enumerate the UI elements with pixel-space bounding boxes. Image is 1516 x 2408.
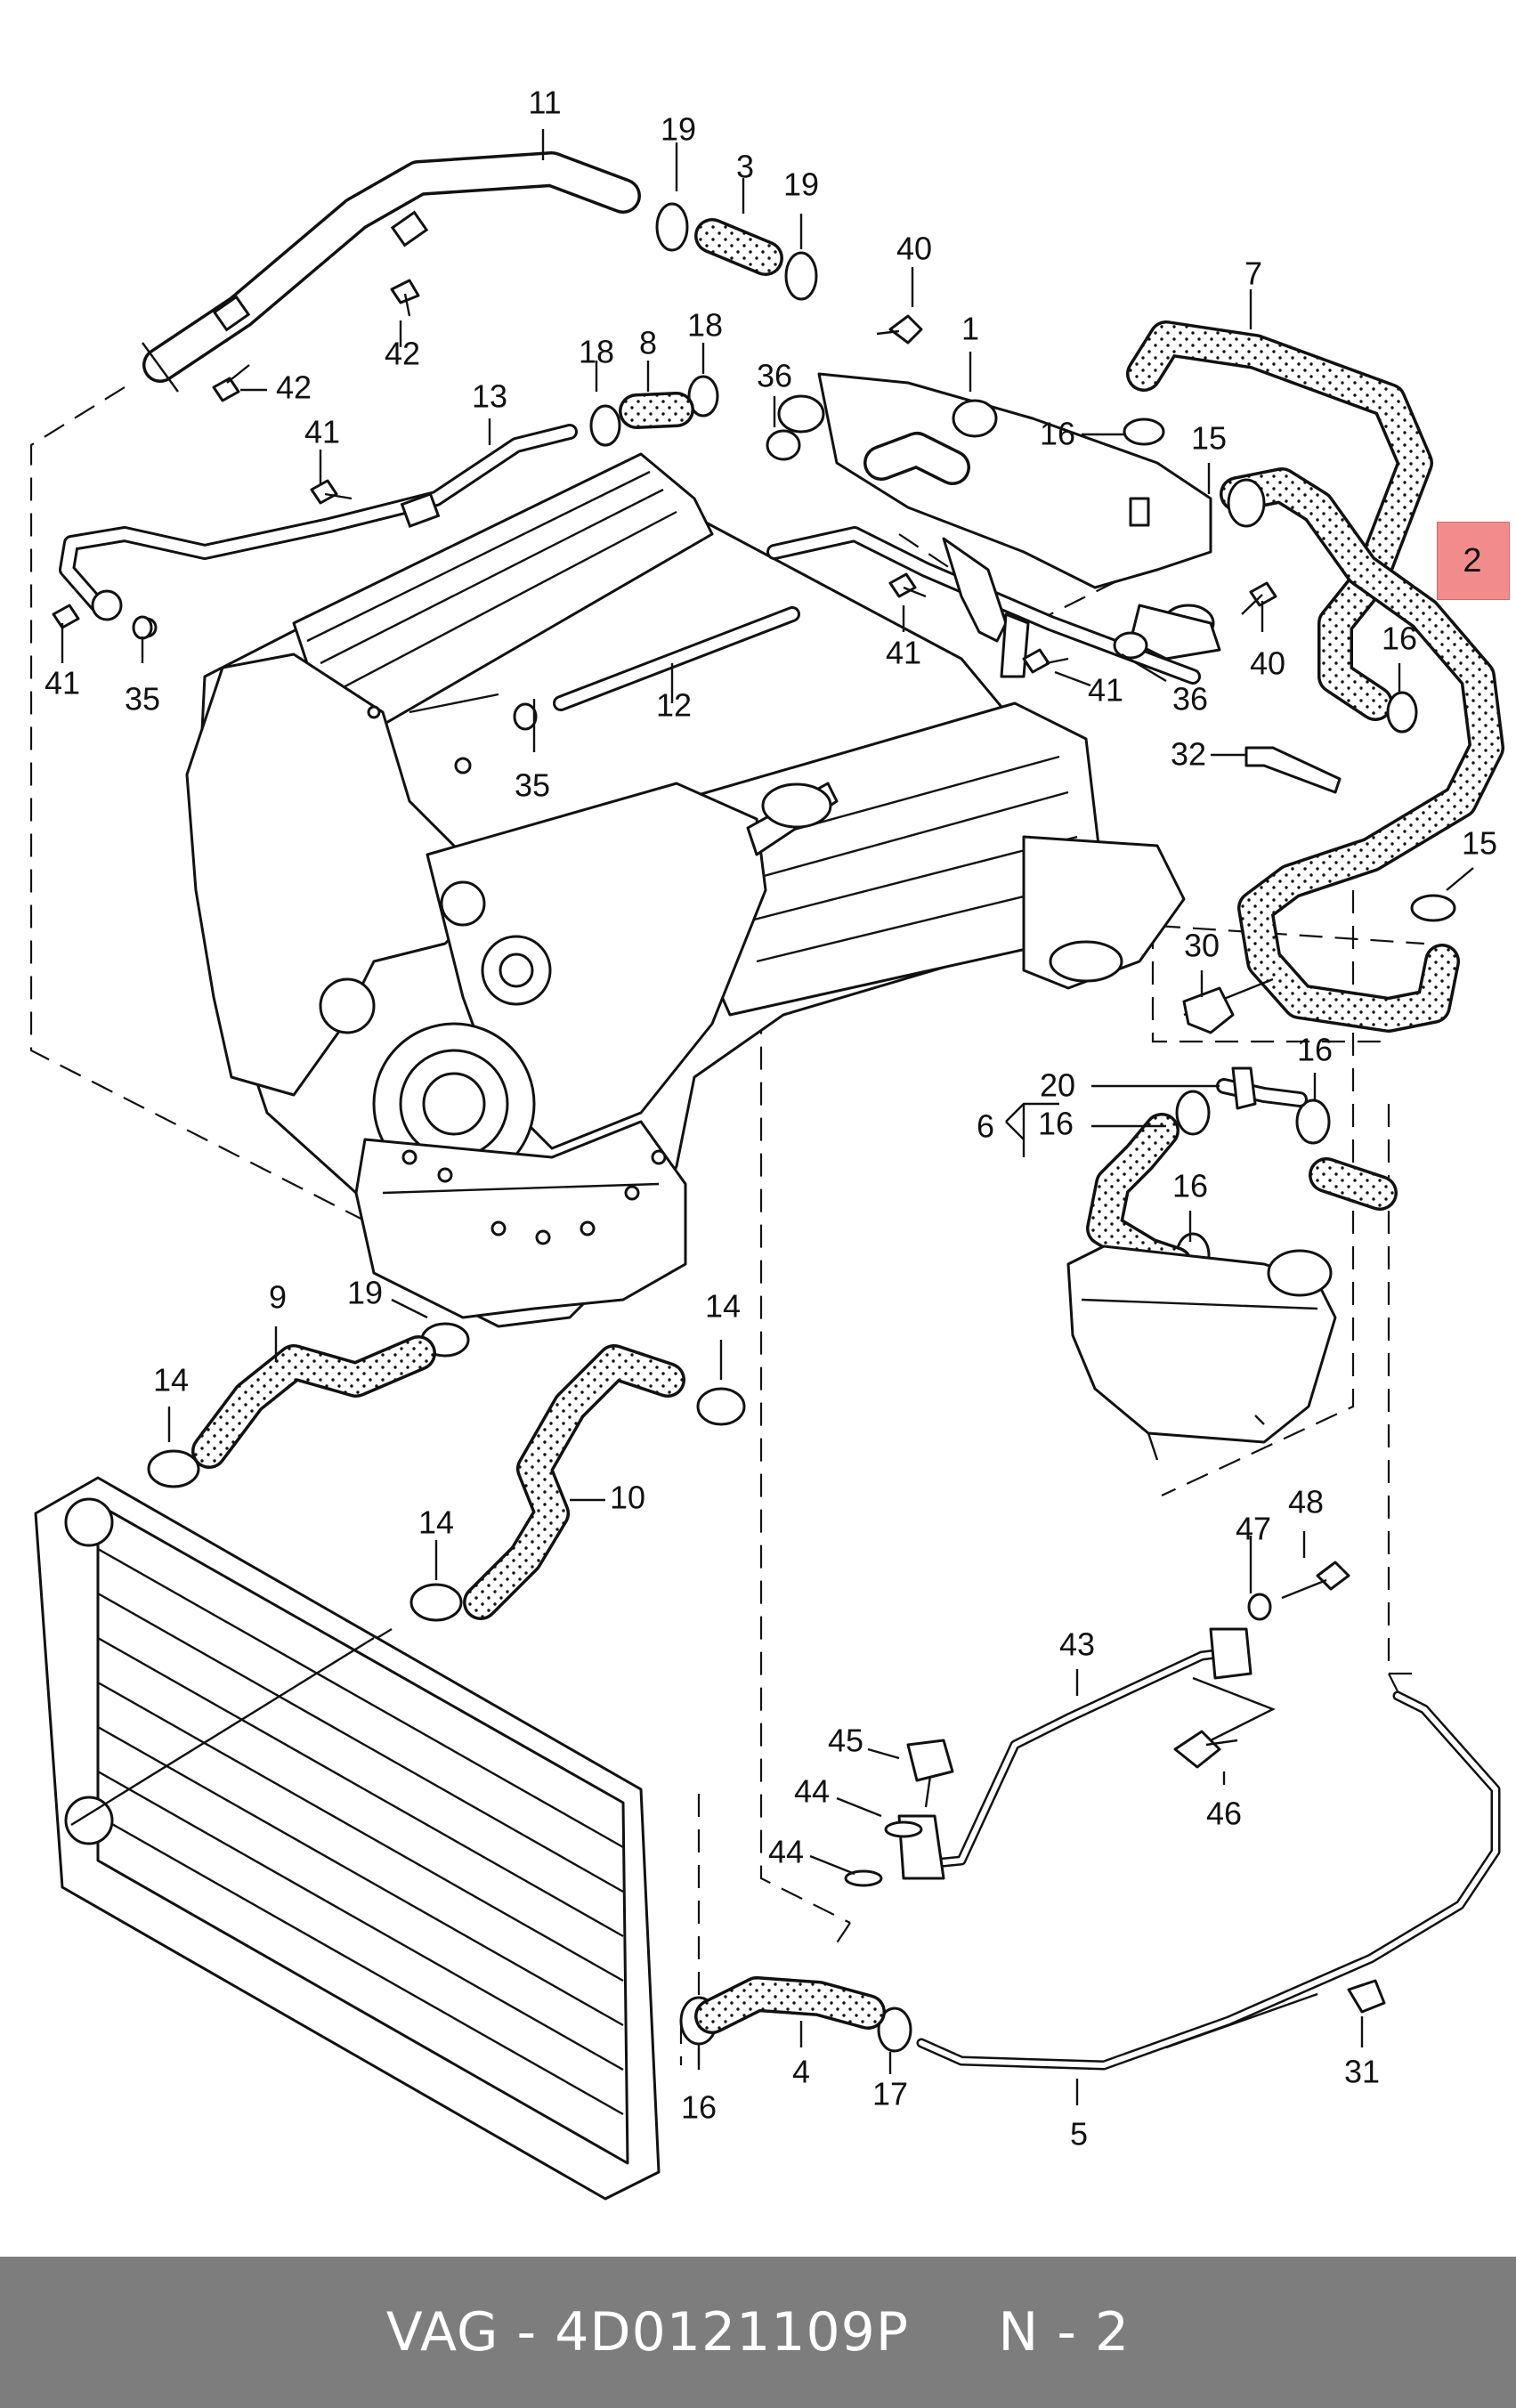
highlight-badge-label: 2 xyxy=(1463,542,1481,580)
coolant-line-5 xyxy=(916,1673,1501,2071)
callout-5: 5 xyxy=(1070,2116,1088,2153)
callout-labels: 11 19 3 19 40 1 7 18 8 18 36 42 42 13 41… xyxy=(45,85,1497,2153)
callout-8: 8 xyxy=(639,325,657,361)
callout-19: 19 xyxy=(347,1275,383,1311)
callout-42: 42 xyxy=(385,336,420,372)
callout-45: 45 xyxy=(828,1723,863,1759)
callout-16: 16 xyxy=(1038,1106,1074,1142)
callout-42: 42 xyxy=(276,369,312,406)
callout-36: 36 xyxy=(757,358,792,394)
callout-14: 14 xyxy=(418,1504,454,1541)
callout-41: 41 xyxy=(1088,672,1123,709)
callout-46: 46 xyxy=(1206,1796,1242,1832)
callout-41: 41 xyxy=(304,414,340,450)
callout-48: 48 xyxy=(1288,1484,1324,1520)
part-number-caption: VAG - 4D0121109P N - 2 xyxy=(385,2301,1131,2363)
callout-44: 44 xyxy=(768,1834,804,1870)
callout-36: 36 xyxy=(1172,681,1208,718)
callout-13: 13 xyxy=(472,378,507,415)
callout-43: 43 xyxy=(1059,1626,1095,1663)
hose-9 xyxy=(191,1335,436,1469)
callout-1: 1 xyxy=(961,311,979,347)
callout-16: 16 xyxy=(1297,1032,1333,1068)
callout-16: 16 xyxy=(681,2089,717,2126)
hose-6-assembly xyxy=(1086,1066,1398,1282)
callout-15: 15 xyxy=(1462,825,1497,862)
coolant-pipe-13 xyxy=(59,424,578,638)
callout-32: 32 xyxy=(1171,736,1206,773)
callout-12: 12 xyxy=(656,687,692,724)
callout-11: 11 xyxy=(528,85,561,121)
callout-14: 14 xyxy=(153,1362,189,1399)
coolant-distributor-1 xyxy=(766,372,1221,685)
callout-41: 41 xyxy=(886,635,921,671)
bolts xyxy=(52,279,1350,1887)
callout-41: 41 xyxy=(45,665,80,701)
callout-44: 44 xyxy=(794,1773,830,1810)
callout-10: 10 xyxy=(610,1480,645,1516)
hose-4 xyxy=(694,1976,886,2034)
highlight-badge xyxy=(1437,522,1510,600)
callout-35: 35 xyxy=(515,767,550,804)
radiator xyxy=(34,1476,661,2201)
callout-18: 18 xyxy=(579,334,614,370)
leader-lines xyxy=(61,129,1474,2105)
exploded-parts-diagram: 11 19 3 19 40 1 7 18 8 18 36 42 42 13 41… xyxy=(29,85,1504,2201)
callout-14: 14 xyxy=(705,1288,741,1325)
expansion-tank xyxy=(1066,1245,1337,1461)
callout-16: 16 xyxy=(1382,620,1417,657)
hose-3 xyxy=(694,218,783,276)
callout-31: 31 xyxy=(1344,2054,1380,2090)
hose-7 xyxy=(1126,320,1433,721)
callout-47: 47 xyxy=(1236,1511,1271,1547)
callout-6: 6 xyxy=(977,1108,994,1145)
callout-30: 30 xyxy=(1184,928,1220,964)
callout-17: 17 xyxy=(872,2076,908,2112)
footer-bar: VAG - 4D0121109P N - 2 xyxy=(0,2257,1516,2408)
callout-35: 35 xyxy=(125,681,160,718)
callout-19: 19 xyxy=(783,166,819,203)
hose-10 xyxy=(463,1344,685,1620)
callout-18: 18 xyxy=(687,307,723,344)
callout-20: 20 xyxy=(1040,1067,1075,1104)
callout-7: 7 xyxy=(1244,255,1262,292)
highlight-label: 2 xyxy=(1463,542,1481,580)
hose-2 xyxy=(1182,467,1504,1034)
callout-40: 40 xyxy=(896,231,932,267)
engine-assembly xyxy=(185,452,1186,1328)
hose-clamps xyxy=(147,202,1456,2053)
callout-15: 15 xyxy=(1191,420,1227,457)
callout-4: 4 xyxy=(792,2054,810,2090)
callout-3: 3 xyxy=(736,149,754,185)
callout-16: 16 xyxy=(1172,1168,1208,1204)
callout-9: 9 xyxy=(269,1279,287,1316)
coolant-pipe-11 xyxy=(142,151,641,393)
callout-40: 40 xyxy=(1250,645,1285,682)
callout-16: 16 xyxy=(1040,416,1075,452)
drain-line-43 xyxy=(897,1627,1276,1880)
hose-8 xyxy=(619,392,694,429)
callout-19: 19 xyxy=(661,111,696,148)
